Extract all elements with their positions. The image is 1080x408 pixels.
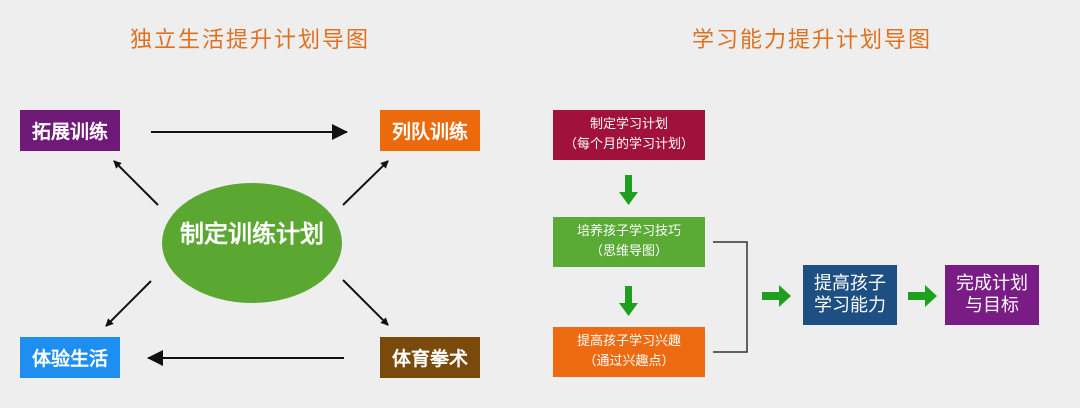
step-learning-interest: 提高孩子学习兴趣 （通过兴趣点） [553,327,705,377]
node-life-experience: 体验生活 [20,337,120,378]
green-arrow-right-1 [762,285,791,307]
step-learning-skills: 培养孩子学习技巧 （思维导图） [553,217,705,267]
step-title: 制定学习计划 [589,117,668,132]
arrow-to-top-left [113,160,159,206]
bracket [713,241,748,353]
left-diagram-title: 独立生活提升计划导图 [129,28,370,53]
goal-line-1: 完成计划 [956,273,1028,294]
result-line-2: 学习能力 [814,295,886,316]
result-line-1: 提高孩子 [814,273,886,294]
green-arrow-down-2 [619,286,638,316]
right-diagram-title: 学习能力提升计划导图 [691,28,932,53]
arrow-to-bottom-right [342,279,389,326]
step-subtitle: （思维导图） [589,244,668,259]
arrow-to-bottom-left [105,280,152,327]
step-subtitle: （通过兴趣点） [583,354,675,369]
green-arrow-right-2 [908,285,937,307]
center-plan-label: 制定训练计划 [180,220,324,248]
green-arrow-down-1 [619,175,638,205]
goal-complete-plan: 完成计划 与目标 [945,265,1039,325]
node-martial-arts: 体育拳术 [380,337,480,378]
step-subtitle: （每个月的学习计划） [563,137,694,152]
node-expansion-training: 拓展训练 [20,110,120,151]
result-improve-ability: 提高孩子 学习能力 [803,265,897,325]
step-title: 培养孩子学习技巧 [576,224,681,239]
goal-line-2: 与目标 [965,295,1019,316]
step-make-plan: 制定学习计划 （每个月的学习计划） [553,110,705,160]
arrow-to-top-right [342,160,389,206]
node-formation-training: 列队训练 [380,110,480,151]
step-title: 提高孩子学习兴趣 [576,334,681,349]
center-ellipse [162,183,342,303]
